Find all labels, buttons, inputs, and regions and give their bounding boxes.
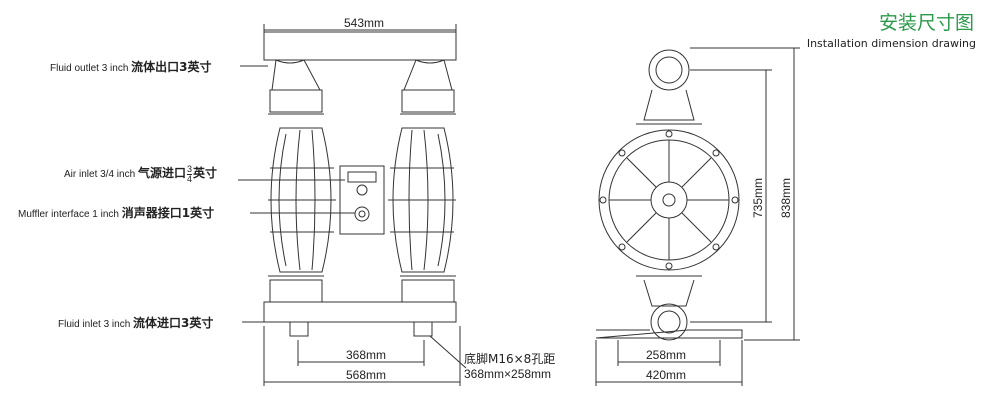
dim-inner-width: 368mm — [346, 348, 386, 362]
outlet-neck — [643, 89, 695, 121]
dim-top-width: 543mm — [344, 16, 384, 30]
inlet-port-inner — [657, 310, 681, 334]
dim-height-inner: 735mm — [751, 178, 765, 218]
label-air-inlet-cn: 气源进口 — [137, 166, 186, 180]
drawing-title-cn: 安装尺寸图 — [878, 12, 974, 34]
front-view: 543mm — [238, 16, 467, 386]
foot-left — [289, 322, 309, 337]
air-inlet-port — [356, 184, 368, 196]
label-fluid-outlet-en: Fluid outlet 3 inch — [50, 63, 129, 74]
foot-spec-line1: 底脚M16×8孔距 — [464, 352, 556, 366]
dim-side-base: 420mm — [646, 368, 686, 382]
muffler-port — [354, 206, 370, 222]
label-air-inlet-unit: 英寸 — [192, 166, 217, 180]
label-fluid-outlet: Fluid outlet 3 inch 流体出口3英寸 — [50, 58, 212, 75]
fraction-numerator: 3 — [186, 163, 192, 174]
label-muffler: Muffler interface 1 inch 消声器接口1英寸 — [18, 204, 214, 221]
muffler-port-inner — [358, 210, 366, 218]
outlet-elbow-left — [271, 59, 321, 91]
side-view: 735mm 838mm 258mm 420mm — [595, 47, 800, 386]
outlet-neck-left — [269, 89, 323, 113]
label-fluid-inlet: Fluid inlet 3 inch 流体进口3英寸 — [58, 314, 213, 331]
inlet-manifold — [263, 301, 457, 323]
label-fluid-inlet-cn: 流体进口3英寸 — [133, 316, 214, 330]
foot-spec-line2: 368mm×258mm — [464, 367, 552, 381]
air-valve-block — [339, 165, 385, 235]
leader-foot — [429, 335, 467, 369]
air-valve-cap — [347, 171, 377, 183]
label-fluid-inlet-en: Fluid inlet 3 inch — [58, 319, 131, 330]
fraction-denominator: 4 — [186, 173, 192, 184]
outlet-neck-right — [401, 89, 455, 113]
outlet-port-inner — [655, 56, 683, 84]
inlet-neck-left — [269, 279, 323, 303]
base-plate — [595, 329, 743, 339]
dim-base-width: 568mm — [346, 368, 386, 382]
chamber-right — [392, 127, 454, 273]
label-muffler-cn: 消声器接口1英寸 — [121, 206, 215, 220]
dim-height-total: 838mm — [779, 178, 793, 218]
diaphragm-center — [662, 193, 676, 207]
diaphragm-outer — [598, 129, 740, 271]
chamber-left — [270, 127, 332, 273]
foot-spec: 底脚M16×8孔距 368mm×258mm — [464, 352, 555, 382]
inlet-neck — [643, 279, 695, 307]
bolt-ring — [599, 130, 739, 270]
outlet-port — [648, 49, 690, 91]
dim-side-inner: 258mm — [646, 348, 686, 362]
diaphragm-spokes — [609, 140, 729, 260]
label-fluid-outlet-cn: 流体出口3英寸 — [131, 60, 212, 74]
outlet-manifold — [263, 31, 457, 61]
inlet-port — [650, 303, 688, 341]
outlet-elbow-right — [403, 59, 453, 91]
inlet-neck-right — [401, 279, 455, 303]
diaphragm-hub — [650, 181, 688, 219]
label-air-inlet-en: Air inlet 3/4 inch — [64, 169, 136, 180]
foot-right — [413, 322, 433, 337]
drawing-title-en: Installation dimension drawing — [806, 37, 976, 50]
label-muffler-en: Muffler interface 1 inch — [18, 209, 119, 220]
